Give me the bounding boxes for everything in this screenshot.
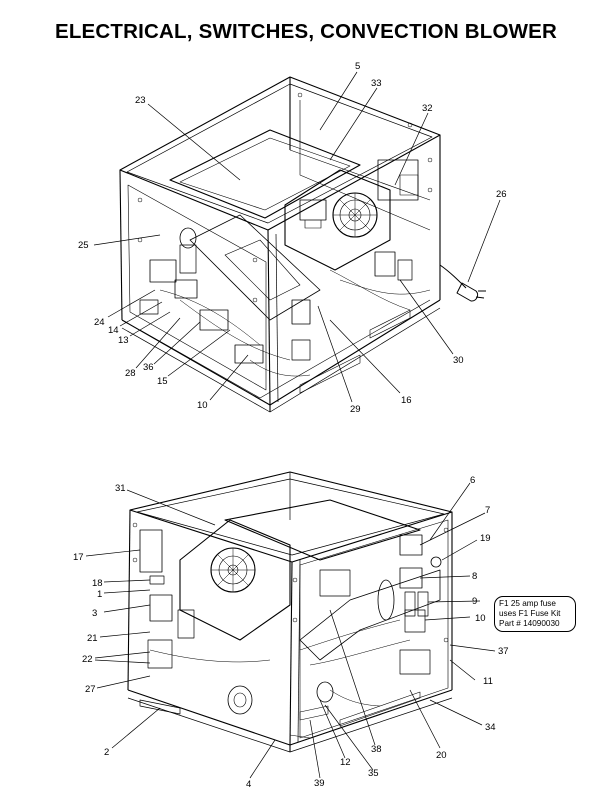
callouts-top: 5 33 23 32 26 25 24 14 13 28 36 15 10 29… — [78, 61, 507, 415]
callout-10b: 10 — [475, 613, 486, 624]
callout-30: 30 — [453, 355, 464, 366]
callout-19: 19 — [480, 533, 491, 544]
callout-24: 24 — [94, 317, 105, 328]
callout-8: 8 — [472, 571, 477, 582]
callout-2: 2 — [104, 747, 109, 758]
callout-4: 4 — [246, 779, 251, 790]
callout-12: 12 — [340, 757, 351, 768]
callout-35: 35 — [368, 768, 379, 779]
callout-26: 26 — [496, 189, 507, 200]
callout-23: 23 — [135, 95, 146, 106]
fuse-note-line-1: F1 25 amp fuse — [499, 599, 556, 608]
callout-15: 15 — [157, 376, 168, 387]
leader-lines-bottom — [85, 482, 496, 779]
callout-34: 34 — [485, 722, 496, 733]
leader-lines-top — [93, 71, 501, 403]
callout-14: 14 — [108, 325, 119, 336]
callout-39: 39 — [314, 778, 325, 789]
callout-6: 6 — [470, 475, 475, 486]
callout-32: 32 — [422, 103, 433, 114]
callout-37: 37 — [498, 646, 509, 657]
callout-13: 13 — [118, 335, 129, 346]
callout-9: 9 — [472, 596, 477, 607]
callout-27: 27 — [85, 684, 96, 695]
callout-22: 22 — [82, 654, 93, 665]
page-title: ELECTRICAL, SWITCHES, CONVECTION BLOWER — [54, 20, 558, 43]
callout-28: 28 — [125, 368, 136, 379]
top-chassis-drawing — [119, 76, 486, 413]
callout-31: 31 — [115, 483, 126, 494]
callouts-bottom: 31 6 7 19 17 8 18 1 9 3 10 21 22 37 11 2… — [73, 475, 509, 790]
callout-11: 11 — [483, 676, 493, 687]
callout-7: 7 — [485, 505, 490, 516]
callout-20: 20 — [436, 750, 447, 761]
callout-38: 38 — [371, 744, 382, 755]
callout-29: 29 — [350, 404, 361, 415]
fuse-note: F1 25 amp fuse uses F1 Fuse Kit Part # 1… — [494, 596, 576, 632]
callout-1: 1 — [97, 589, 102, 600]
callout-21: 21 — [87, 633, 98, 644]
callout-18: 18 — [92, 578, 103, 589]
callout-36: 36 — [143, 362, 154, 373]
callout-17: 17 — [73, 552, 84, 563]
callout-25: 25 — [78, 240, 89, 251]
callout-3: 3 — [92, 608, 97, 619]
callout-5: 5 — [355, 61, 360, 72]
callout-10: 10 — [197, 400, 208, 411]
bottom-chassis-drawing — [127, 471, 453, 753]
fuse-note-line-3: Part # 14090030 — [499, 619, 560, 628]
fuse-note-line-2: uses F1 Fuse Kit — [499, 609, 561, 618]
callout-16: 16 — [401, 395, 412, 406]
callout-33: 33 — [371, 78, 382, 89]
